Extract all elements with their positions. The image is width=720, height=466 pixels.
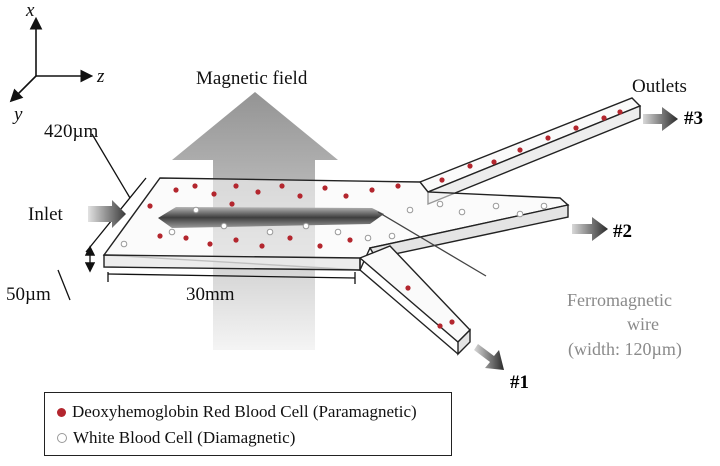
legend-item-wbc: White Blood Cell (Diamagnetic) (57, 428, 295, 448)
axis-x-label: x (25, 0, 35, 21)
length-label: 30mm (186, 284, 235, 305)
inlet-arrow-icon (88, 200, 126, 228)
outlet-1-arrow-icon (474, 344, 504, 370)
axis-y-label: y (12, 104, 23, 125)
outlet-3-label: #3 (684, 108, 703, 129)
outlet-3-arrow-icon (643, 107, 678, 131)
legend-item-rbc: Deoxyhemoglobin Red Blood Cell (Paramagn… (57, 402, 417, 422)
magnetic-field-label: Magnetic field (196, 68, 308, 89)
legend-rbc-label: Deoxyhemoglobin Red Blood Cell (Paramagn… (72, 402, 417, 421)
channel-branch-1 (358, 245, 471, 356)
red-cell-icon (57, 407, 66, 417)
inlet-label: Inlet (28, 204, 64, 225)
outlets-label: Outlets (632, 76, 687, 97)
red-blood-cells (147, 109, 623, 329)
channel-branch-3 (418, 97, 642, 206)
legend-wbc-label: White Blood Cell (Diamagnetic) (73, 428, 296, 447)
axes-icon (9, 16, 94, 103)
wire-label-line3: (width: 120µm) (568, 339, 682, 360)
depth-label: 50µm (6, 284, 51, 305)
white-cell-icon (57, 433, 67, 443)
wire-label-line2: wire (627, 314, 659, 334)
axis-z-label: z (96, 66, 105, 87)
width-label: 420µm (44, 121, 98, 142)
legend: Deoxyhemoglobin Red Blood Cell (Paramagn… (44, 392, 452, 456)
ferromagnetic-wire (158, 207, 384, 228)
outlet-1-label: #1 (510, 372, 529, 393)
outlet-2-label: #2 (613, 221, 632, 242)
white-blood-cells (120, 200, 548, 248)
outlet-2-arrow-icon (572, 217, 608, 241)
wire-label-line1: Ferromagnetic (567, 290, 672, 310)
